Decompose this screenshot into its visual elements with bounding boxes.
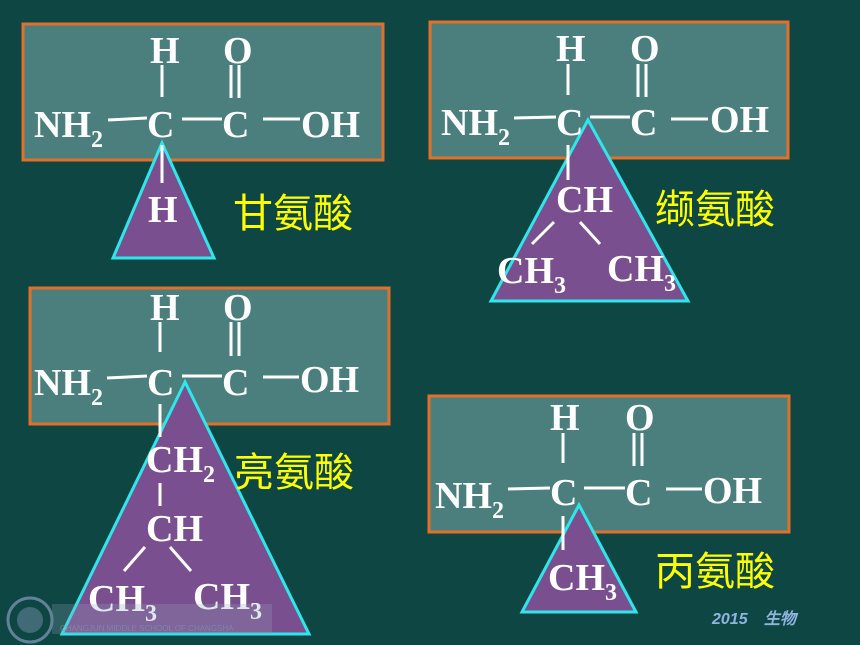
amino-group: NH2 (441, 102, 510, 151)
r-group-methyl-left: CH3 (88, 578, 157, 627)
alpha-carbon: C (147, 362, 174, 404)
panel-glycine: H O NH2 C C OH H 甘氨酸 (21, 22, 385, 260)
amino-acid-name: 亮氨酸 (234, 450, 354, 496)
panel-valine: H O NH2 C C OH CH CH3 CH3 缬氨酸 (428, 20, 790, 303)
hydroxyl-group: OH (300, 359, 359, 401)
school-banner (52, 604, 272, 634)
amino-acid-name: 缬氨酸 (655, 187, 775, 233)
oxygen-top: O (625, 397, 655, 439)
amino-acid-name: 丙氨酸 (655, 549, 775, 595)
alpha-carbon: C (147, 104, 174, 146)
footer-subject: 生物 (764, 610, 799, 628)
hydroxyl-group: OH (301, 104, 360, 146)
r-group-methyl-right: CH3 (607, 248, 676, 297)
bonds (107, 65, 300, 183)
hydrogen-top: H (556, 28, 586, 70)
formula-box (428, 20, 790, 160)
amino-acid-name: 甘氨酸 (233, 191, 353, 237)
amino-group: NH2 (34, 104, 103, 153)
hydrogen-top: H (150, 30, 180, 72)
r-group-methyl-right: CH3 (193, 576, 262, 625)
hydrogen-top: H (150, 287, 180, 329)
carboxyl-carbon: C (630, 102, 657, 144)
hydroxyl-group: OH (710, 99, 769, 141)
alpha-carbon: C (550, 472, 577, 514)
footer-year: 2015 (711, 611, 749, 628)
r-group-methyl: CH3 (548, 557, 617, 606)
r-group-triangle (519, 501, 639, 614)
oxygen-top: O (630, 28, 660, 70)
bonds (106, 322, 299, 572)
r-group-triangle (59, 378, 312, 636)
r-group-ch: CH (556, 179, 613, 221)
school-name: CHANGJUN MIDDLE SCHOOL OF CHANGSHA (60, 624, 234, 633)
carboxyl-carbon: C (222, 104, 249, 146)
amino-group: NH2 (435, 475, 504, 524)
r-group-triangle (110, 139, 217, 260)
carboxyl-carbon: C (222, 362, 249, 404)
alpha-carbon: C (556, 102, 583, 144)
panel-alanine: H O NH2 C C OH CH3 丙氨酸 (427, 394, 791, 614)
formula-box (28, 286, 391, 426)
bonds (513, 64, 708, 246)
r-group-triangle (488, 116, 691, 303)
school-seal-icon (6, 596, 54, 644)
hydroxyl-group: OH (703, 470, 762, 512)
panel-leucine: H O NH2 C C OH CH2 CH CH3 CH3 亮氨酸 (28, 286, 391, 636)
school-logo: CHANGJUN MIDDLE SCHOOL OF CHANGSHA (6, 596, 272, 644)
r-group-methyl-left: CH3 (497, 250, 566, 299)
formula-box (21, 22, 385, 162)
r-group-ch: CH (146, 508, 203, 550)
bonds (507, 433, 702, 550)
hydrogen-top: H (550, 397, 580, 439)
amino-group: NH2 (34, 362, 103, 411)
r-group-hydrogen: H (148, 189, 178, 231)
r-group-ch2: CH2 (146, 439, 215, 488)
footer-watermark: 2015 生物 (711, 610, 799, 628)
carboxyl-carbon: C (625, 472, 652, 514)
formula-box (427, 394, 791, 534)
